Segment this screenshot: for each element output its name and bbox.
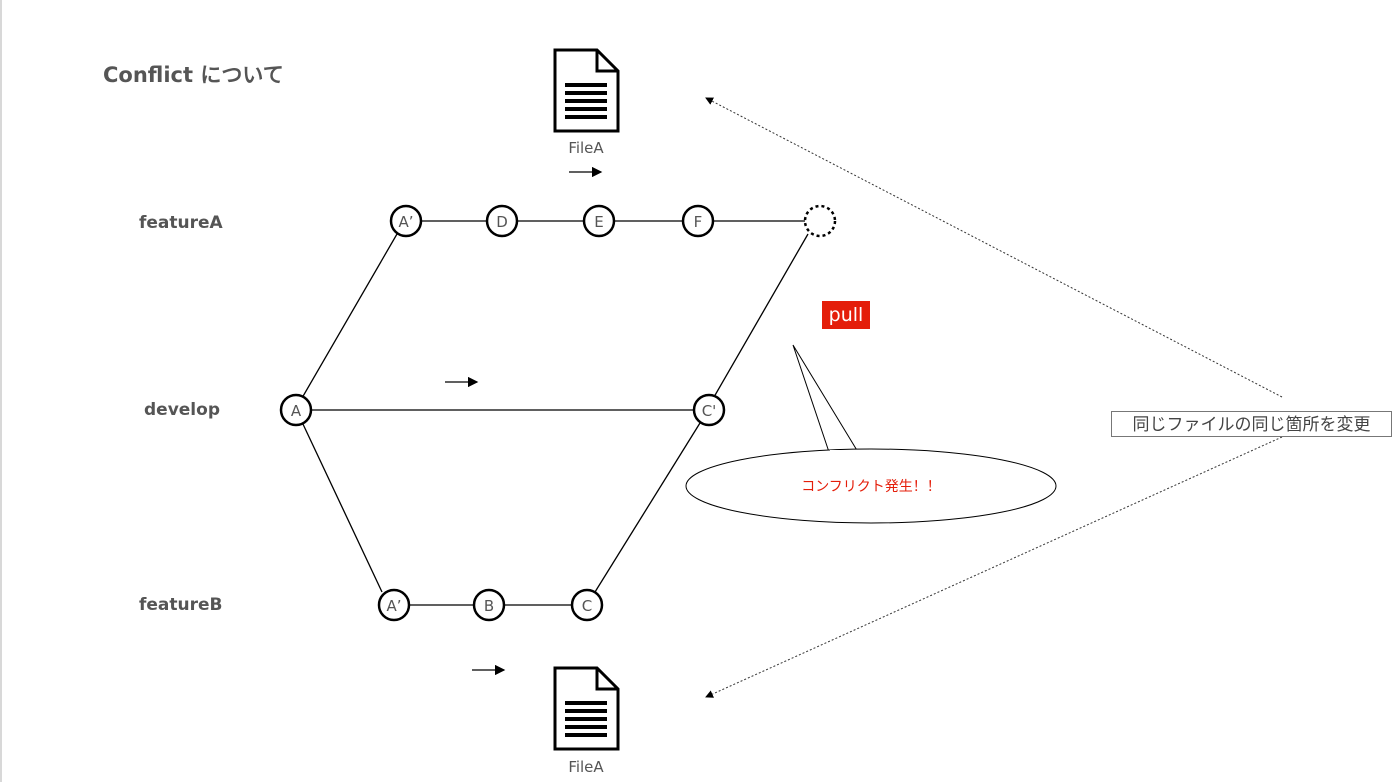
file-caption-top: FileA [568,139,604,157]
commit-node: D [485,204,519,238]
pending-commit-node [803,204,837,238]
svg-text:A: A [291,402,302,420]
file-caption-bottom: FileA [568,758,604,776]
branch-label-featureA: featureA [139,213,223,233]
svg-text:A’: A’ [386,597,401,615]
commit-node: A [279,393,313,427]
pointer-to-top-file [705,97,1283,398]
document-icon [553,666,620,751]
commit-node: A’ [389,204,423,238]
commit-node: C [570,588,604,622]
conflict-callout: コンフリクト発生！！ [685,344,1057,524]
svg-text:C': C' [702,402,717,420]
callout-bubble [685,448,1057,524]
commit-node: B [472,588,506,622]
commit-nodes: A’ D E F A C' A’ B [279,204,837,622]
page-left-border [0,0,2,782]
svg-text:D: D [496,213,508,231]
svg-text:A’: A’ [398,213,413,231]
branch-label-develop: develop [144,400,220,420]
same-change-note: 同じファイルの同じ箇所を変更 [1111,411,1392,437]
pointer-to-bottom-file [705,436,1283,698]
commit-node: A’ [377,588,411,622]
branch-edges [301,220,809,606]
svg-text:F: F [694,213,703,231]
edge-A-to-featureB [301,421,383,593]
pull-badge: pull [822,301,870,329]
svg-text:B: B [484,597,494,615]
edge-A-to-featureA [301,233,398,399]
direction-arrows [445,166,603,676]
page-title: Conflict について [103,63,284,87]
callout-tail [792,344,859,453]
edge-Cprime-to-pending [713,233,809,398]
commit-node: C' [692,393,726,427]
callout-text: コンフリクト発生！！ [801,479,941,495]
svg-text:C: C [582,597,592,615]
svg-text:E: E [594,213,603,231]
branch-label-featureB: featureB [139,595,223,615]
document-icon [553,48,620,133]
commit-node: F [681,204,715,238]
commit-node: E [582,204,616,238]
change-pointer-lines [705,97,1283,698]
edge-C-to-Cprime [594,422,701,593]
